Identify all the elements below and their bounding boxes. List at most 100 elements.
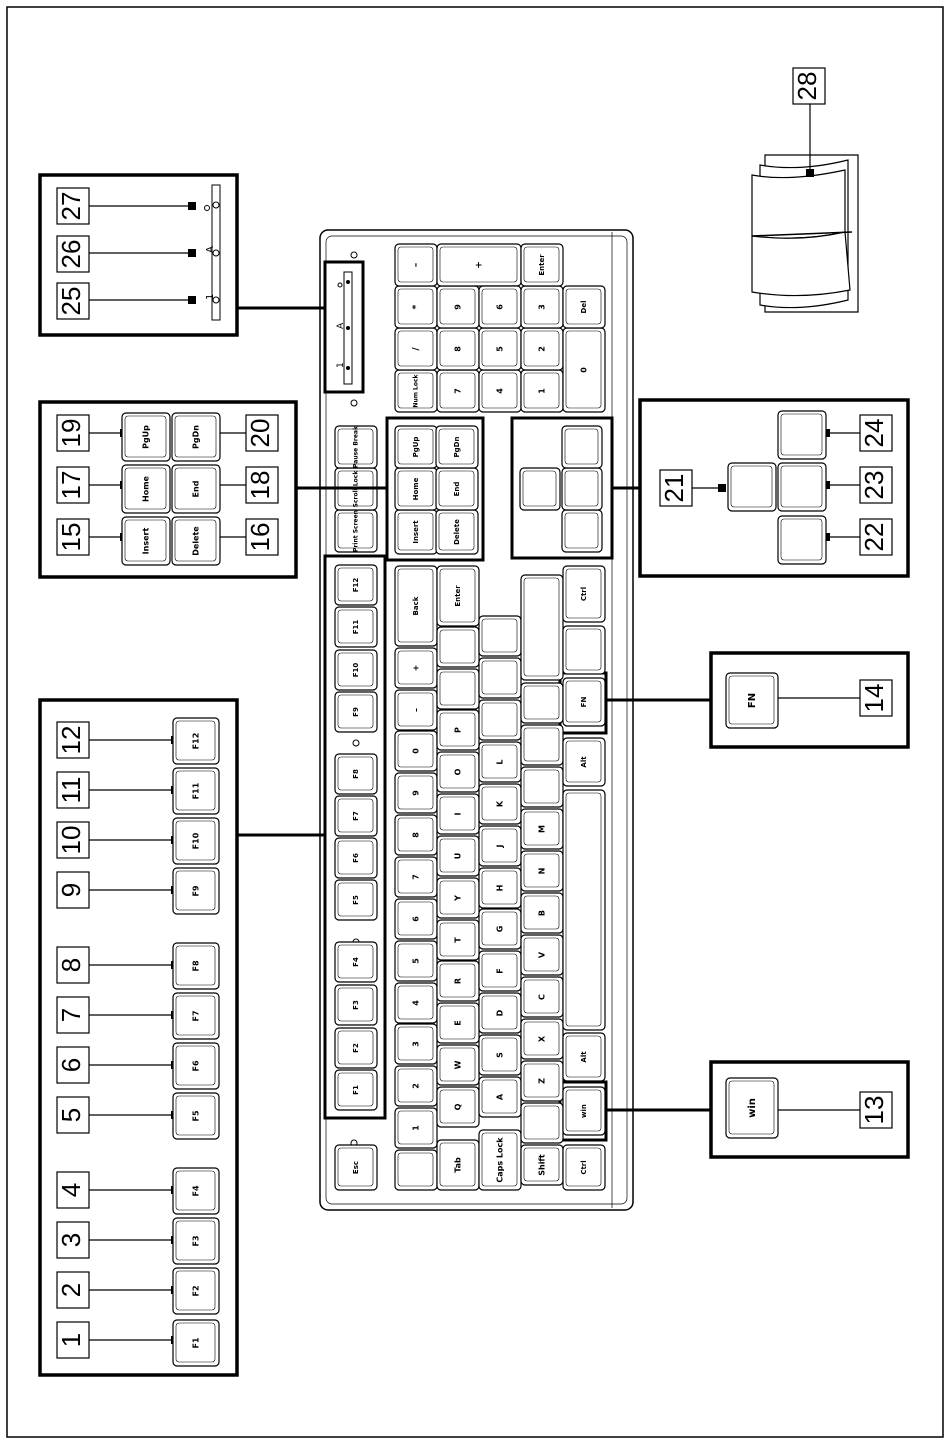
kb-row1-key-8: 8 (394, 814, 438, 856)
kb-row4-key-3: X (520, 1018, 564, 1060)
kb-key-fn: FN (562, 677, 606, 727)
callout-c22-label: 22 (859, 523, 889, 552)
kb-key-arrow-left (561, 509, 603, 553)
kb-key-ctrl-right: Ctrl (562, 565, 606, 623)
callout-c14: 14 (762, 679, 893, 717)
kb-row1-key-5: 5 (394, 940, 438, 982)
kb-key-num-plus-label: + (475, 261, 485, 269)
callout-c27-label: 27 (56, 192, 86, 221)
callout-c16-label: 16 (245, 523, 275, 552)
kb-row2-key-5: T (436, 919, 480, 961)
callout-c23: 23 (822, 466, 893, 504)
kb-key-arrow-up (519, 467, 561, 511)
kb-key-esc-label: Esc (352, 1161, 360, 1174)
kb-key-ctrl-left-label: Ctrl (580, 1160, 588, 1174)
kb-key-f2-label: F2 (352, 1043, 360, 1053)
callout-c20-label: 20 (245, 419, 275, 448)
kb-key-delete: Delete (435, 509, 479, 555)
kb-key-num7-label: 7 (454, 388, 463, 394)
detail-key-fn-label: FN (747, 693, 758, 708)
detail-key-pgdn: PgDn (171, 412, 221, 462)
kb-row2-key-3: E (436, 1002, 480, 1044)
kb-row1-key-10-label: 0 (412, 748, 421, 754)
callout-c21-label: 21 (659, 474, 689, 503)
kb-key-backspace-label: Back (412, 596, 420, 615)
callout-c13-label: 13 (859, 1096, 889, 1125)
kb-row1-key-4-label: 4 (412, 1000, 421, 1006)
callout-c8-label: 8 (56, 958, 86, 972)
callout-c6: 6 (56, 1046, 179, 1084)
kb-key-num2: 2 (520, 327, 564, 371)
kb-row2-key-6-label: Y (454, 895, 463, 902)
kb-key-pgup-label: PgUp (412, 437, 420, 458)
callout-c4-label: 4 (56, 1183, 86, 1197)
kb-key-f2: F2 (334, 1027, 378, 1069)
kb-key-f3-label: F3 (352, 1000, 360, 1010)
detail-key-delete-label: Delete (192, 526, 201, 556)
num-lock-indicator-label: 1 (336, 362, 346, 368)
kb-key-f1: F1 (334, 1069, 378, 1111)
detail-key-f5-label: F5 (192, 1110, 201, 1121)
detail-key-arrow-right (777, 410, 827, 460)
kb-row4-key-8: M (520, 808, 564, 850)
detail-key-f11-label: F11 (192, 782, 201, 799)
kb-row4-key-5-label: V (538, 951, 547, 958)
kb-row2-key-4: R (436, 960, 480, 1002)
callout-c13: 13 (762, 1091, 893, 1129)
detail-key-insert: Insert (121, 516, 171, 566)
kb-row1-key-9-label: 9 (412, 790, 421, 796)
kb-row3-key-0-label: Caps Lock (496, 1137, 505, 1183)
kb-row2-key-10-label: P (454, 727, 463, 733)
kb-key-f4-label: F4 (352, 957, 360, 967)
callout-num-indicator-label: 1 (205, 294, 216, 300)
kb-key-f4: F4 (334, 941, 378, 983)
kb-key-f9-label: F9 (352, 707, 360, 717)
kb-key-ctrl-right-label: Ctrl (580, 587, 588, 601)
detail-key-f12-label: F12 (192, 733, 201, 750)
callout-caps-indicator-label: A (205, 246, 216, 253)
kb-row1-key-2: 2 (394, 1065, 438, 1107)
kb-key-num-enter: Enter (520, 243, 564, 287)
kb-key-esc: Esc (334, 1144, 378, 1191)
detail-key-f11: F11 (172, 767, 220, 815)
kb-key-num8: 8 (436, 327, 480, 371)
kb-row4-key-7: N (520, 850, 564, 892)
kb-key-alt-left-label: Alt (580, 1051, 588, 1063)
kb-key-num0-label: 0 (580, 367, 589, 373)
kb-key-ctrl-left: Ctrl (562, 1144, 606, 1191)
kb-row2-key-8-label: I (454, 812, 463, 815)
callout-c28: 28 (792, 67, 826, 105)
kb-key-num6-label: 6 (496, 304, 505, 310)
kb-row1-key-6-label: 6 (412, 916, 421, 922)
kb-key-num-star-label: * (412, 304, 422, 309)
kb-row4-key-10 (520, 724, 564, 766)
kb-row3-key-10 (478, 699, 522, 741)
detail-key-f1: F1 (172, 1319, 220, 1367)
detail-key-home: Home (121, 464, 171, 514)
kb-key-f1-label: F1 (352, 1085, 360, 1095)
kb-row3-key-8: K (478, 783, 522, 825)
callout-c21: 21 (659, 469, 726, 507)
kb-row2-key-4-label: R (454, 978, 463, 984)
page-border (6, 6, 944, 1438)
detail-key-f2-label: F2 (192, 1285, 201, 1296)
kb-key-backspace: Back (394, 565, 438, 647)
kb-key-num8-label: 8 (454, 346, 463, 352)
kb-row2-key-11 (436, 668, 480, 710)
kb-key-pause-label: Pause Break (353, 425, 360, 468)
kb-row1-key-1: 1 (394, 1107, 438, 1149)
kb-row4-key-5: V (520, 934, 564, 976)
detail-key-f8-label: F8 (192, 960, 201, 971)
detail-key-f12: F12 (172, 717, 220, 765)
fkey-highlight (323, 554, 387, 1120)
kb-row1-key-4: 4 (394, 982, 438, 1024)
kb-key-insert: Insert (394, 509, 438, 555)
callout-c2-label: 2 (56, 1283, 86, 1297)
nav-callout-panel (38, 400, 387, 579)
kb-row2-key-9: O (436, 751, 480, 793)
kb-key-num3: 3 (520, 285, 564, 329)
detail-key-insert-label: Insert (142, 528, 151, 555)
kb-row2-key-2: W (436, 1044, 480, 1086)
detail-key-delete: Delete (171, 516, 221, 566)
callout-c18: 18 (208, 466, 279, 504)
